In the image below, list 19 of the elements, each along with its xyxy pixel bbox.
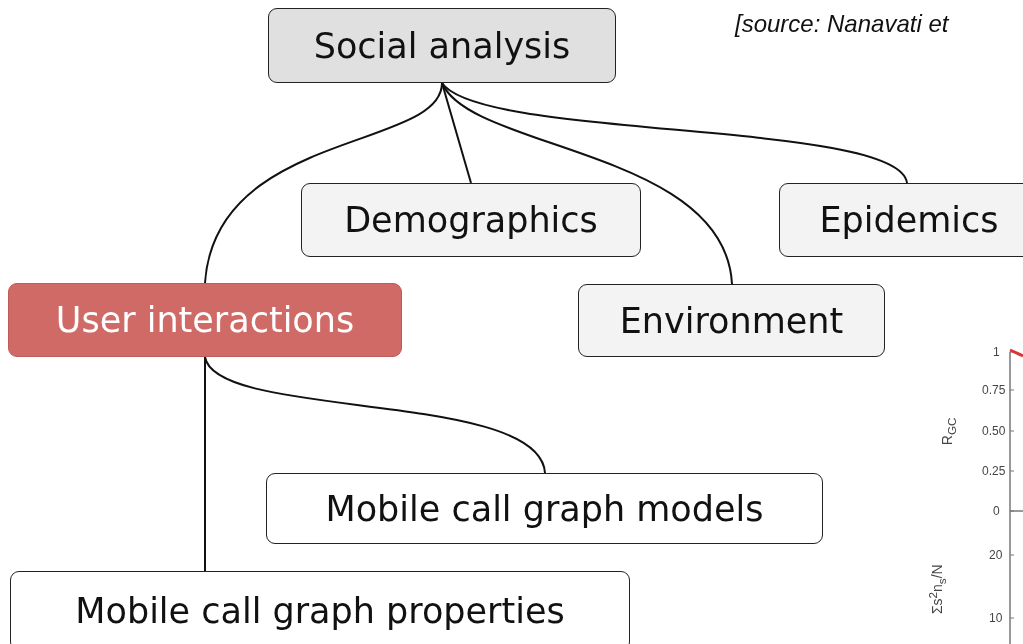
- topic-box: Mobile call graph models: [266, 473, 823, 544]
- source-note: [source: Nanavati et: [735, 10, 949, 38]
- tick-label: 0.75: [982, 383, 1006, 397]
- connector-line: [204, 356, 546, 474]
- topic-box: Environment: [578, 284, 885, 357]
- topic-box: Mobile call graph properties: [10, 571, 630, 644]
- tick-label: 10: [989, 611, 1003, 625]
- connector-line: [204, 82, 443, 284]
- tick-label: 1: [993, 345, 1000, 359]
- connector-line: [441, 82, 908, 184]
- tick-label: 20: [989, 548, 1003, 562]
- tick-label: 0.50: [982, 424, 1006, 438]
- tick-label: 0.25: [982, 464, 1006, 478]
- topic-box: Demographics: [301, 183, 641, 257]
- topic-box: Epidemics: [779, 183, 1023, 257]
- topic-box: Social analysis: [268, 8, 616, 83]
- connector-line: [204, 356, 206, 572]
- tick-label: 0: [993, 504, 1000, 518]
- topic-box: User interactions: [8, 283, 402, 357]
